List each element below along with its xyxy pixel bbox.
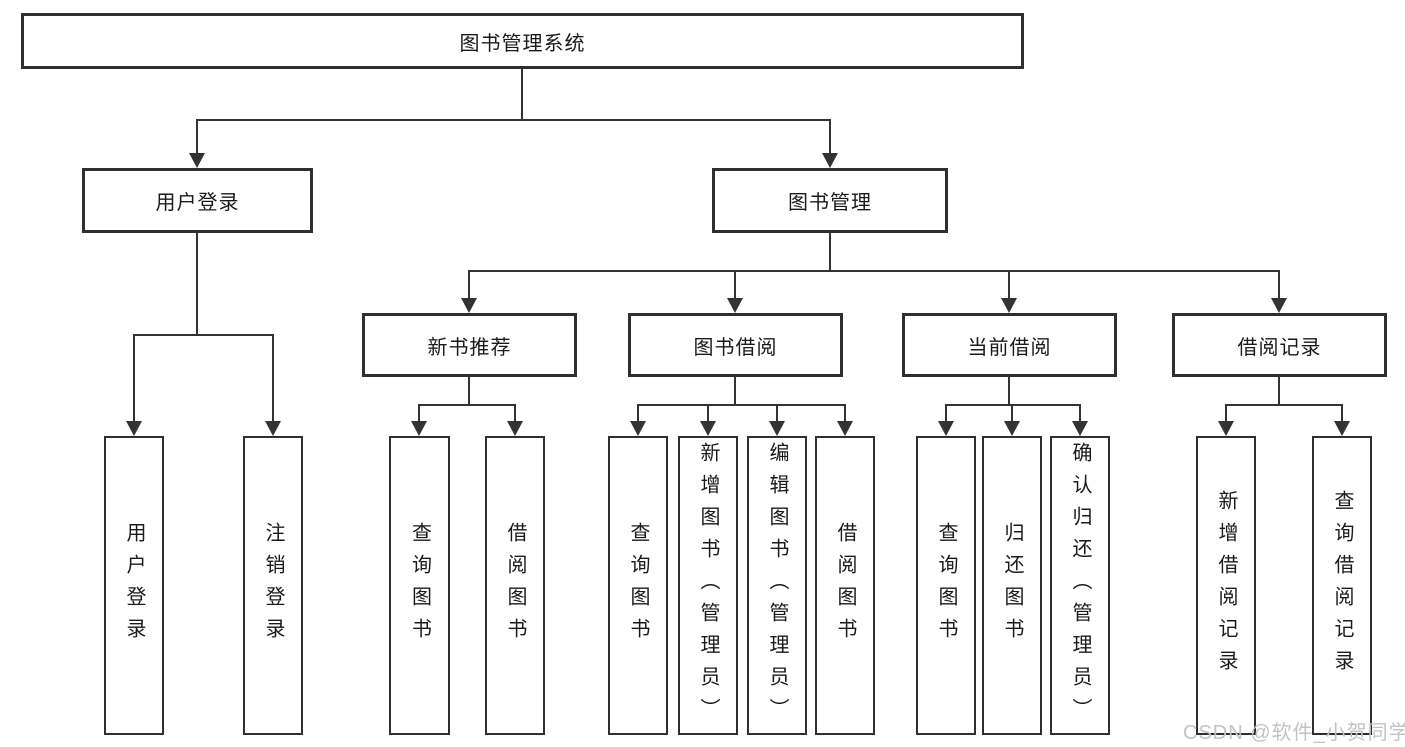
connector-line [272, 334, 274, 421]
node-user-login: 用户登录 [82, 168, 313, 233]
node-label: 新增图书（管理员） [697, 441, 719, 730]
node-book-management: 图书管理 [712, 168, 948, 233]
arrowhead-down-icon [126, 421, 142, 436]
connector-line [133, 334, 135, 421]
connector-line [637, 404, 846, 406]
arrowhead-down-icon [630, 421, 646, 436]
connector-line [945, 404, 1081, 406]
leaf-confirm-return-admin: 确认归还（管理员） [1050, 436, 1110, 735]
connector-line [844, 404, 846, 421]
node-borrowing-records: 借阅记录 [1172, 313, 1387, 377]
arrowhead-down-icon [1001, 298, 1017, 313]
arrowhead-down-icon [938, 421, 954, 436]
arrowhead-down-icon [411, 421, 427, 436]
connector-line [468, 377, 470, 406]
leaf-borrow-books-recommend: 借阅图书 [485, 436, 545, 735]
node-label: 编辑图书（管理员） [766, 441, 788, 730]
connector-line [1008, 377, 1010, 406]
node-current-borrowing: 当前借阅 [902, 313, 1117, 377]
node-label: 当前借阅 [967, 336, 1052, 359]
leaf-user-login: 用户登录 [104, 436, 164, 735]
node-label: 借阅记录 [1237, 336, 1322, 359]
leaf-query-books-recommend: 查询图书 [389, 436, 450, 735]
node-label: 确认归还（管理员） [1069, 441, 1091, 730]
leaf-query-books-current: 查询图书 [916, 436, 976, 735]
node-label: 借阅图书 [834, 521, 856, 650]
connector-line [1225, 404, 1227, 421]
connector-line [829, 119, 831, 154]
arrowhead-down-icon [507, 421, 523, 436]
leaf-query-borrow-record: 查询借阅记录 [1312, 436, 1372, 735]
arrowhead-down-icon [769, 421, 785, 436]
arrowhead-down-icon [1271, 298, 1287, 313]
connector-line [468, 270, 1280, 272]
node-label: 借阅图书 [504, 521, 526, 650]
connector-line [418, 404, 516, 406]
leaf-logout: 注销登录 [243, 436, 303, 735]
arrowhead-down-icon [700, 421, 716, 436]
leaf-query-books-borrowing: 查询图书 [608, 436, 668, 735]
connector-line [468, 270, 470, 298]
node-book-borrowing: 图书借阅 [628, 313, 843, 377]
leaf-edit-book-admin: 编辑图书（管理员） [747, 436, 807, 735]
arrowhead-down-icon [822, 153, 838, 168]
arrowhead-down-icon [1218, 421, 1234, 436]
connector-line [196, 233, 198, 336]
node-label: 图书管理系统 [459, 32, 586, 55]
connector-line [514, 404, 516, 421]
node-label: 用户登录 [155, 192, 240, 214]
node-label: 图书管理 [788, 192, 872, 214]
arrowhead-down-icon [189, 153, 205, 168]
connector-line [521, 69, 523, 120]
node-label: 图书借阅 [693, 336, 778, 359]
connector-line [1079, 404, 1081, 421]
connector-line [1341, 404, 1343, 421]
connector-line [1278, 270, 1280, 298]
connector-line [1008, 270, 1010, 298]
connector-line [1225, 404, 1343, 406]
connector-line [196, 119, 198, 154]
node-label: 查询借阅记录 [1331, 489, 1353, 682]
connector-line [734, 270, 736, 298]
node-library-management-system: 图书管理系统 [21, 13, 1024, 69]
leaf-borrow-books: 借阅图书 [815, 436, 875, 735]
connector-line [707, 404, 709, 421]
node-label: 用户登录 [123, 521, 145, 650]
connector-line [776, 404, 778, 421]
connector-line [734, 377, 736, 406]
node-label: 新增借阅记录 [1215, 489, 1237, 682]
csdn-watermark: CSDN @软件_小贺同学 [1183, 722, 1405, 744]
node-label: 归还图书 [1001, 521, 1023, 650]
connector-line [133, 334, 274, 336]
arrowhead-down-icon [1334, 421, 1350, 436]
arrowhead-down-icon [461, 298, 477, 313]
arrowhead-down-icon [727, 298, 743, 313]
connector-line [637, 404, 639, 421]
node-label: 查询图书 [935, 521, 957, 650]
arrowhead-down-icon [1072, 421, 1088, 436]
leaf-return-books: 归还图书 [982, 436, 1042, 735]
connector-line [196, 119, 831, 121]
connector-line [945, 404, 947, 421]
arrowhead-down-icon [265, 421, 281, 436]
connector-line [1011, 404, 1013, 421]
arrowhead-down-icon [1004, 421, 1020, 436]
node-new-book-recommend: 新书推荐 [362, 313, 577, 377]
connector-line [418, 404, 420, 421]
leaf-add-borrow-record: 新增借阅记录 [1196, 436, 1256, 735]
node-label: 注销登录 [262, 521, 284, 650]
connector-line [829, 233, 831, 272]
leaf-add-book-admin: 新增图书（管理员） [678, 436, 738, 735]
arrowhead-down-icon [837, 421, 853, 436]
node-label: 查询图书 [408, 521, 431, 650]
node-label: 查询图书 [627, 521, 649, 650]
node-label: 新书推荐 [427, 336, 512, 359]
connector-line [1278, 377, 1280, 406]
